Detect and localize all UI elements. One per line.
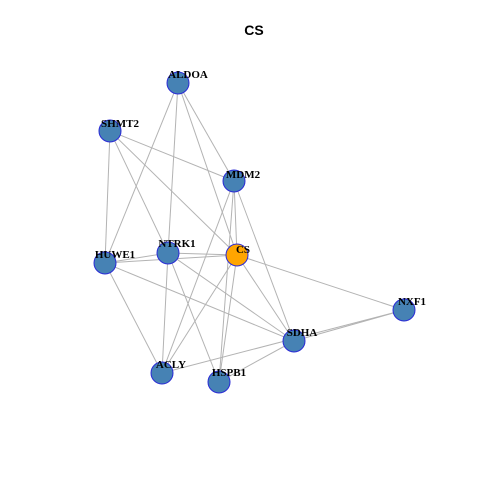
node-ntrk1 bbox=[156, 241, 180, 265]
node-huwe1 bbox=[93, 251, 117, 275]
edge-ntrk1-cs bbox=[167, 252, 238, 256]
node-label-nxf1: NXF1 bbox=[398, 296, 426, 308]
edge-huwe1-acly bbox=[104, 262, 163, 374]
edge-shmt2-mdm2 bbox=[109, 130, 235, 182]
edge-shmt2-ntrk1 bbox=[109, 130, 169, 254]
node-label-hspb1: HSPB1 bbox=[212, 367, 246, 379]
node-mdm2 bbox=[222, 169, 246, 193]
edge-mdm2-sdha bbox=[233, 180, 295, 342]
edge-mdm2-cs bbox=[233, 180, 238, 256]
edge-layer bbox=[104, 82, 405, 383]
edge-sdha-hspb1 bbox=[218, 340, 295, 383]
edge-aldoa-cs bbox=[177, 82, 238, 256]
node-label-ntrk1: NTRK1 bbox=[158, 238, 195, 250]
node-label-acly: ACLY bbox=[156, 359, 186, 371]
edge-cs-hspb1 bbox=[218, 254, 238, 383]
edge-ntrk1-acly bbox=[161, 252, 169, 374]
edge-aldoa-ntrk1 bbox=[167, 82, 179, 254]
edge-aldoa-huwe1 bbox=[104, 82, 179, 264]
edge-cs-acly bbox=[161, 254, 238, 374]
edge-huwe1-sdha bbox=[104, 262, 295, 342]
node-label-aldoa: ALDOA bbox=[168, 69, 208, 81]
edge-mdm2-hspb1 bbox=[218, 180, 235, 383]
edge-cs-sdha bbox=[236, 254, 295, 342]
node-label-cs: CS bbox=[236, 244, 250, 256]
node-layer bbox=[93, 71, 416, 394]
node-acly bbox=[150, 361, 174, 385]
node-label-shmt2: SHMT2 bbox=[101, 118, 139, 130]
node-label-mdm2: MDM2 bbox=[226, 169, 261, 181]
node-label-huwe1: HUWE1 bbox=[95, 249, 135, 261]
edge-aldoa-mdm2 bbox=[177, 82, 235, 182]
node-nxf1 bbox=[392, 298, 416, 322]
edge-mdm2-acly bbox=[161, 180, 235, 374]
edge-shmt2-huwe1 bbox=[104, 130, 111, 264]
node-cs bbox=[225, 243, 249, 267]
graph-title: CS bbox=[244, 22, 263, 38]
node-sdha bbox=[282, 329, 306, 353]
edge-shmt2-cs bbox=[109, 130, 238, 256]
edge-cs-nxf1 bbox=[236, 254, 405, 311]
node-aldoa bbox=[166, 71, 190, 95]
node-shmt2 bbox=[98, 119, 122, 143]
node-hspb1 bbox=[207, 370, 231, 394]
node-label-sdha: SDHA bbox=[287, 327, 318, 339]
